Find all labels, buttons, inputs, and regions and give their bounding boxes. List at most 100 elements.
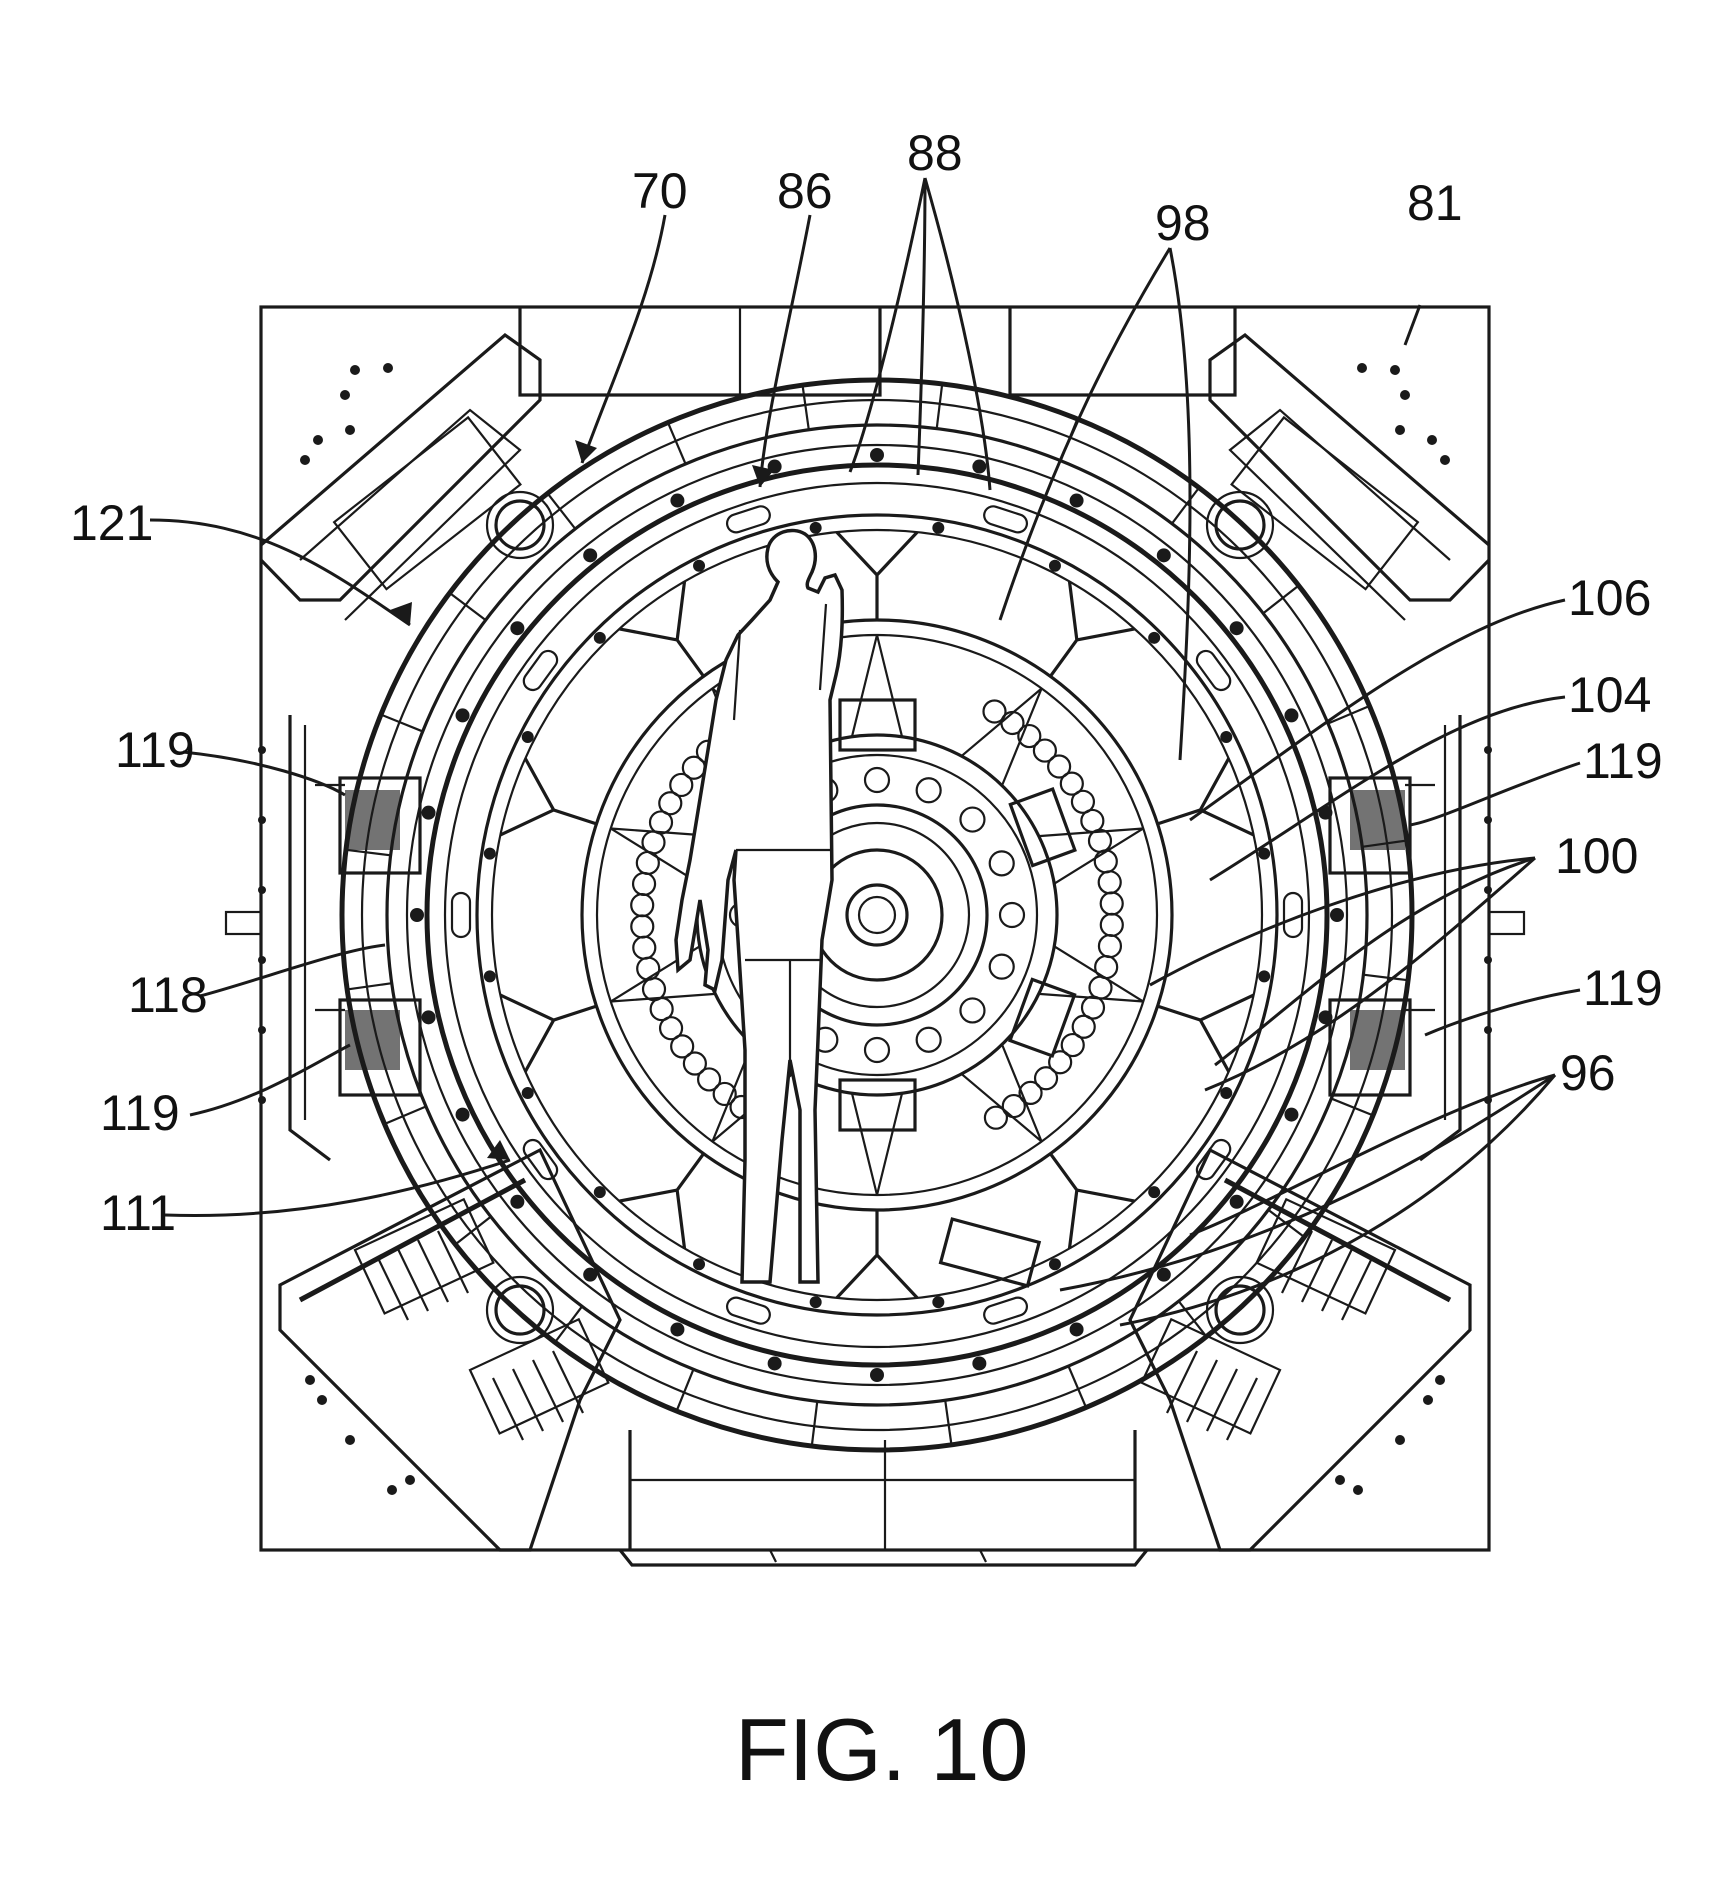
segment-tick: [1067, 1365, 1088, 1408]
detector-circle: [1099, 891, 1124, 916]
bolt-hole: [870, 1368, 884, 1382]
segment-tick: [1177, 1300, 1208, 1338]
outer-frame: [224, 305, 1526, 1567]
bolt-hole: [1284, 1107, 1299, 1122]
reference-numerals: 70 86 88 98 81 121 106 104 119 119 100 1…: [70, 125, 1663, 1241]
detector-circle: [670, 1034, 695, 1059]
leader-lines: [149, 177, 1581, 1327]
detector-circle: [636, 956, 661, 981]
detector-circle: [1070, 789, 1096, 814]
bolt-hole: [1148, 631, 1161, 644]
detector-circle: [1093, 849, 1118, 874]
detector-circle: [635, 850, 660, 876]
detector-circle: [1080, 808, 1105, 834]
detector-circle: [1097, 870, 1122, 895]
segment-tick: [1327, 704, 1370, 725]
bolt-hole: [1229, 621, 1244, 636]
spoke-strut: [835, 531, 919, 620]
detector-circle: [649, 996, 674, 1022]
inner-strut: [850, 1092, 904, 1196]
spoke-strut: [835, 1210, 919, 1299]
bolt-hole: [483, 970, 496, 983]
detector-circle: [1094, 954, 1119, 980]
bolt-hole: [593, 1186, 606, 1199]
bolt-hole: [521, 1086, 534, 1099]
ring-bolt-holes: [410, 448, 1344, 1382]
bolt-hole: [1330, 908, 1344, 922]
bolt-hole: [693, 559, 706, 572]
human-figure: [674, 528, 845, 1284]
bolt-hole: [521, 731, 534, 744]
ref-96: 96: [1560, 1045, 1616, 1101]
detector-circle: [632, 935, 657, 960]
detector-circle: [658, 791, 683, 816]
ring-slots: [450, 505, 1304, 1325]
spoke-strut: [1049, 1152, 1135, 1249]
ref-70: 70: [632, 163, 688, 219]
spoke-strut: [1157, 993, 1255, 1073]
detector-circle: [1060, 1032, 1085, 1058]
ref-118: 118: [128, 967, 208, 1023]
spoke-strut: [619, 1152, 705, 1249]
bolt-hole: [809, 521, 822, 534]
segment-tick: [1171, 487, 1200, 525]
bolt-hole: [483, 847, 496, 860]
bolt-hole: [510, 1194, 525, 1209]
inner-strut: [960, 1044, 1043, 1143]
detector-circle: [641, 830, 666, 855]
ref-81: 81: [1407, 175, 1463, 231]
detector-circle: [998, 901, 1026, 929]
ring-slot: [983, 1296, 1029, 1325]
bolt-hole: [693, 1258, 706, 1271]
detector-circle: [1087, 828, 1113, 853]
bolt-hole: [1220, 731, 1233, 744]
detector-circle: [988, 953, 1015, 980]
bolt-hole: [1048, 1258, 1061, 1271]
detector-circle: [1000, 710, 1025, 736]
bolt-hole: [767, 1356, 782, 1371]
segment-tick: [675, 1368, 695, 1412]
segment-tick: [454, 1215, 492, 1246]
ring-slot: [1195, 649, 1232, 692]
detector-circle: [1097, 933, 1123, 959]
segment-tick: [554, 1305, 583, 1343]
detector-circle: [1048, 1050, 1073, 1075]
segment-tick: [801, 385, 810, 430]
bolt-hole: [455, 708, 470, 723]
bolt-hole: [972, 459, 987, 474]
detector-circle: [863, 766, 891, 794]
detector-circle: [1033, 1066, 1059, 1091]
detector-circle: [641, 977, 667, 1002]
bolt-hole: [455, 1107, 470, 1122]
bolt-hole: [1220, 1086, 1233, 1099]
ref-104: 104: [1568, 667, 1651, 723]
center-panels: [838, 698, 1077, 1288]
detector-circle: [1080, 995, 1106, 1020]
bolt-hole: [583, 548, 598, 563]
detector-circle: [1047, 754, 1072, 779]
figure-caption: FIG. 10: [735, 1700, 1028, 1799]
ref-119-left-bottom: 119: [100, 1085, 180, 1141]
ring-slot: [522, 1138, 559, 1181]
bolt-hole: [1148, 1186, 1161, 1199]
ref-121: 121: [70, 495, 153, 551]
detector-circle: [630, 893, 655, 918]
detector-circle: [696, 1067, 722, 1092]
ring-slot: [1195, 1138, 1232, 1181]
detector-circle: [863, 1036, 891, 1064]
inner-strut: [1038, 827, 1144, 885]
bolt-hole: [1069, 493, 1084, 508]
bolt-hole: [1156, 548, 1171, 563]
bolt-hole: [1048, 559, 1061, 572]
ref-119-left-top: 119: [115, 722, 195, 778]
bolt-hole: [932, 1296, 945, 1309]
detector-circle: [648, 810, 674, 835]
ref-106: 106: [1568, 570, 1651, 626]
segment-tick: [347, 982, 392, 991]
bolt-hole: [593, 631, 606, 644]
segment-tick: [1363, 973, 1409, 982]
bolt-hole: [1284, 708, 1299, 723]
segment-tick: [944, 1400, 953, 1445]
detector-circle: [915, 777, 942, 804]
bolt-hole: [1258, 970, 1271, 983]
